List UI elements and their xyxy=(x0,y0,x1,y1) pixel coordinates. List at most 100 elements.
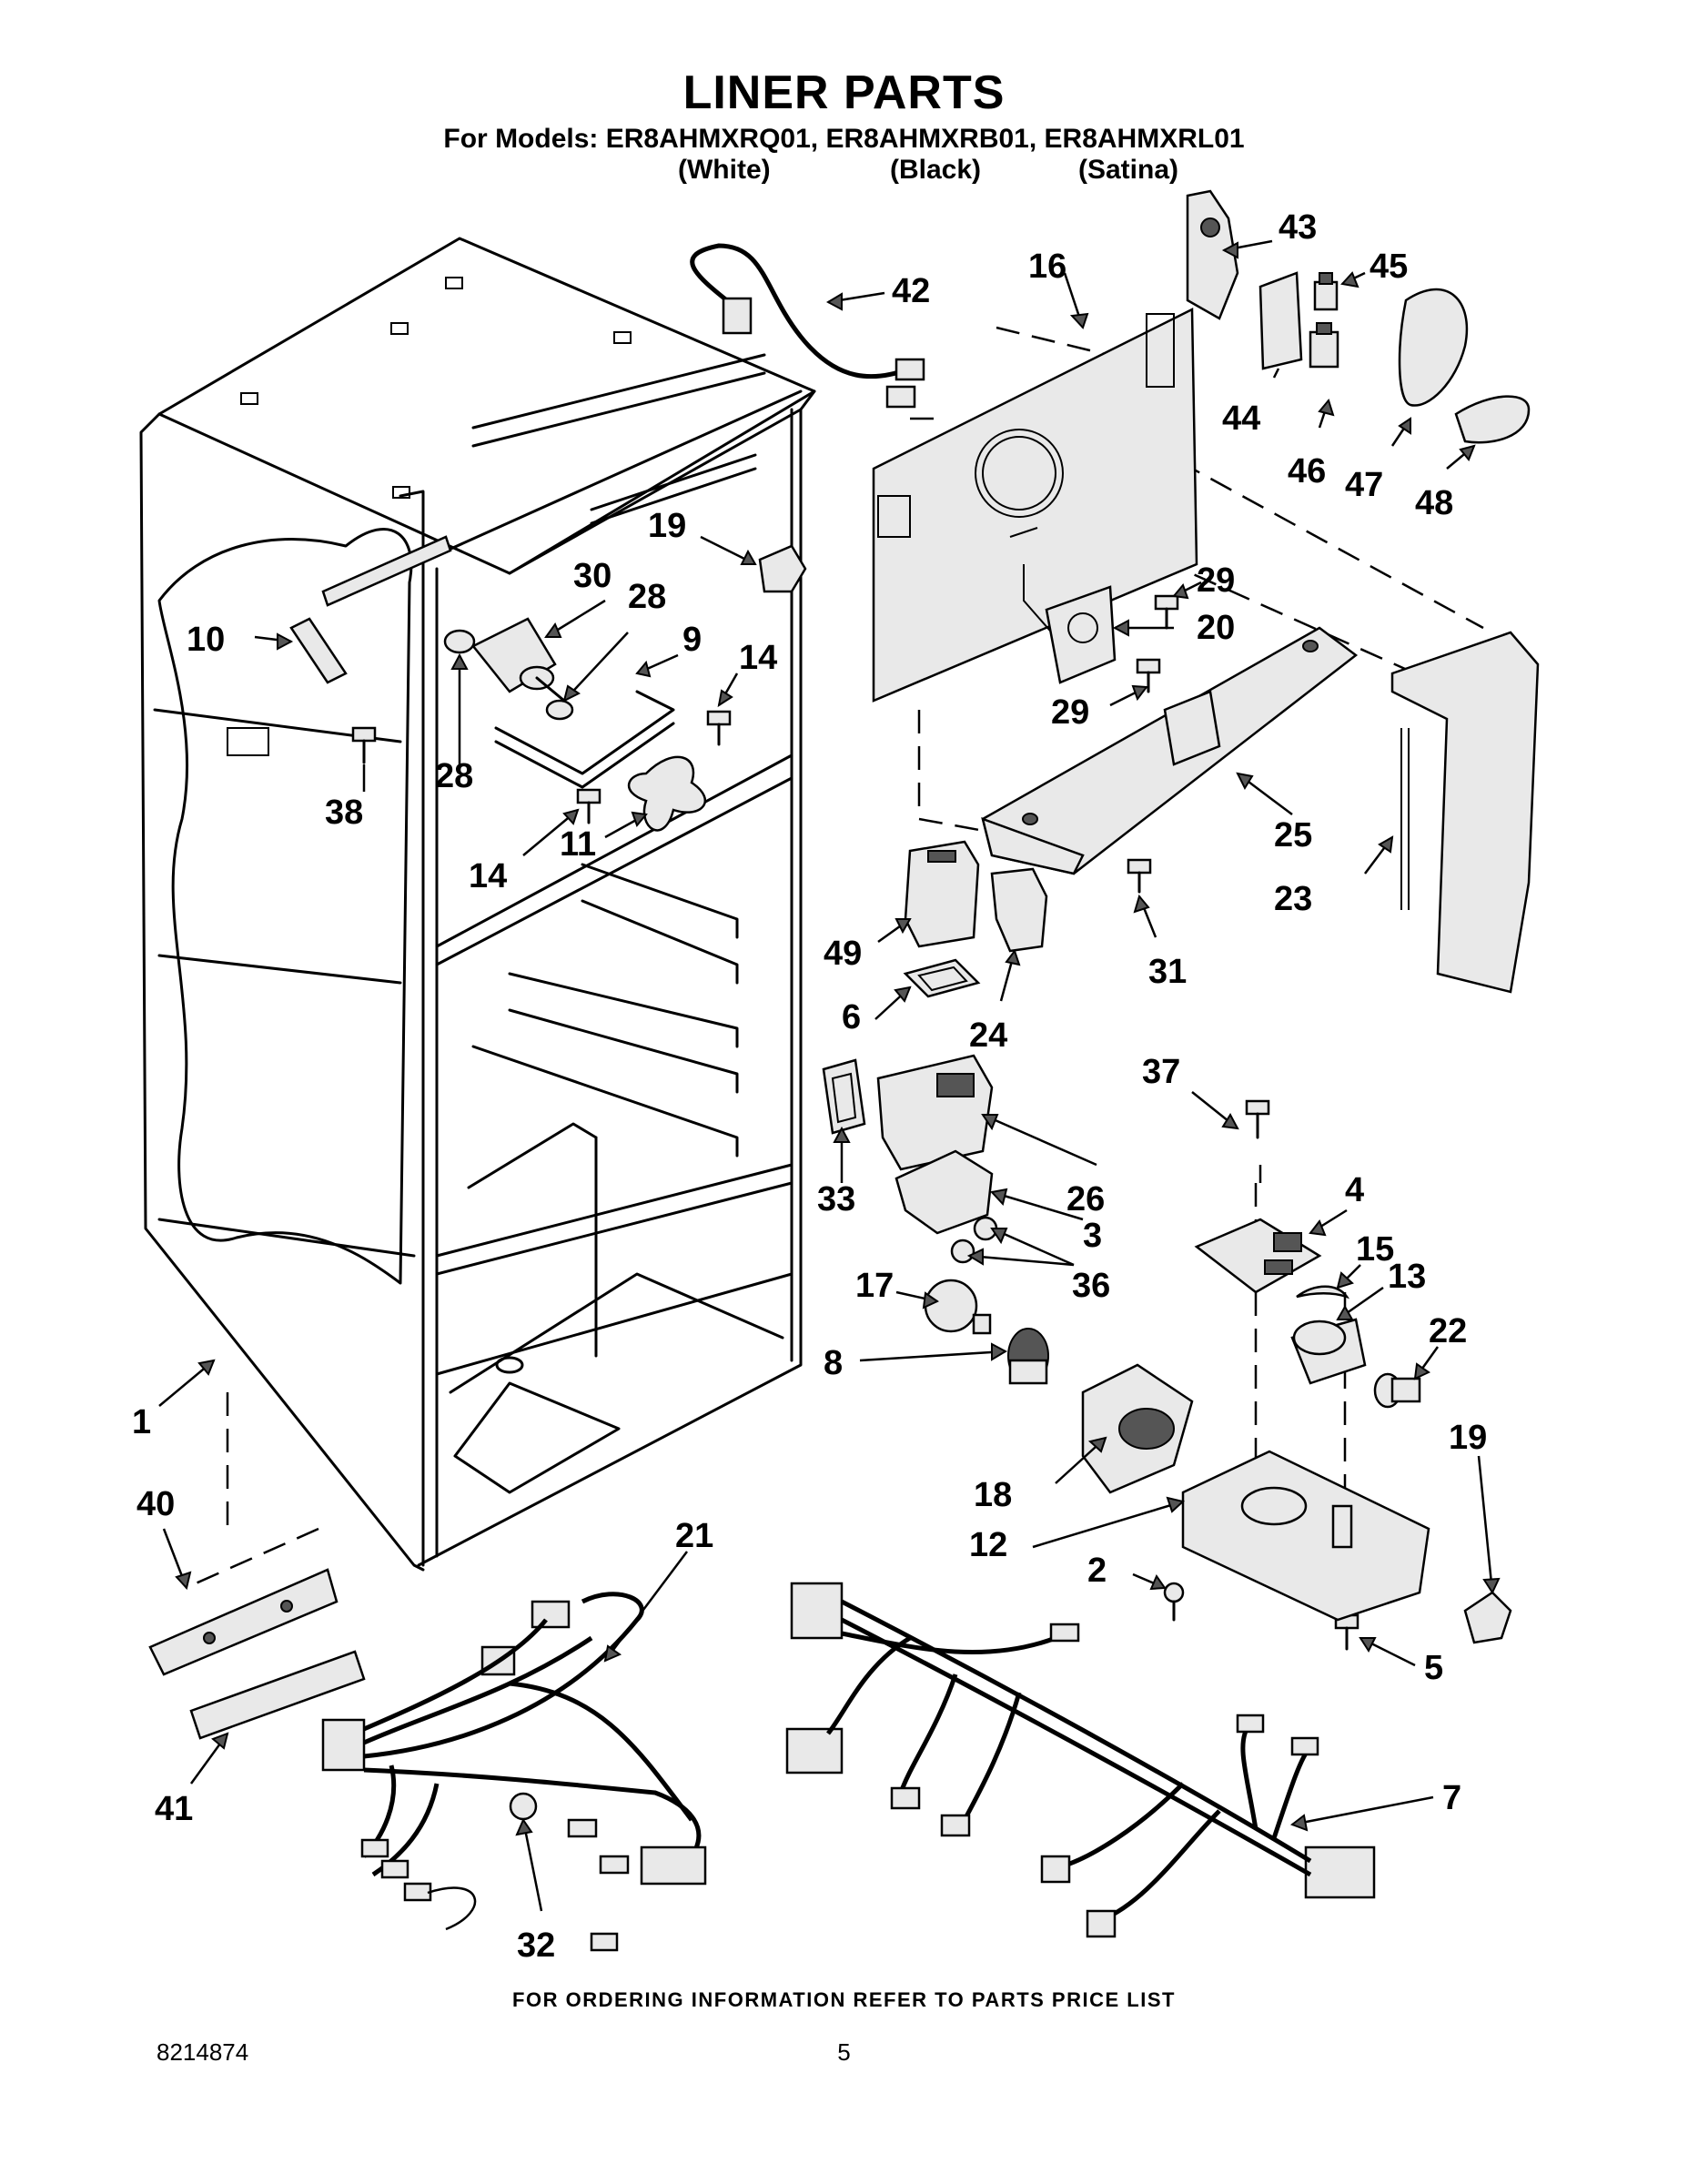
part-19-clip-lower xyxy=(1463,1591,1512,1644)
callouts: 43 42 16 45 44 46 47 48 19 30 28 10 9 14… xyxy=(132,208,1487,1965)
part-47-cover xyxy=(1398,288,1469,407)
screw-38 xyxy=(351,726,377,764)
leader-lines xyxy=(158,239,1501,1912)
callout-47: 47 xyxy=(1345,466,1383,504)
part-30-fan-motor xyxy=(471,617,566,703)
part-17-bulb xyxy=(924,1279,992,1335)
variant-black: (Black) xyxy=(890,155,982,185)
part-33-gasket xyxy=(822,1058,866,1135)
screw-37 xyxy=(1245,1099,1270,1139)
part-41-trim xyxy=(189,1650,366,1740)
part-13-thermostat xyxy=(1290,1318,1367,1385)
callout-20: 20 xyxy=(1197,609,1235,647)
callout-5: 5 xyxy=(1424,1649,1443,1687)
callout-14-top: 14 xyxy=(739,639,777,677)
callout-32: 32 xyxy=(517,1926,555,1965)
models-line: For Models: ER8AHMXRQ01, ER8AHMXRB01, ER… xyxy=(443,124,1245,154)
part-8-socket xyxy=(1007,1328,1049,1385)
callout-6: 6 xyxy=(842,998,861,1036)
callout-29-top: 29 xyxy=(1197,561,1235,600)
part-23-duct xyxy=(1390,631,1540,994)
callout-49: 49 xyxy=(824,935,862,973)
callout-33: 33 xyxy=(817,1180,855,1218)
ordering-note: FOR ORDERING INFORMATION REFER TO PARTS … xyxy=(512,1988,1176,2011)
part-6-gasket xyxy=(903,958,981,998)
part-15-clip xyxy=(1296,1285,1350,1299)
callout-23: 23 xyxy=(1274,880,1312,918)
part-22-knob xyxy=(1373,1372,1421,1409)
part-12-control-housing xyxy=(1181,1450,1430,1622)
part-26-light-housing xyxy=(876,1054,994,1171)
part-25-duct xyxy=(981,626,1359,875)
part-43-light-housing xyxy=(1186,189,1239,320)
part-4-control-board xyxy=(1194,1218,1322,1294)
callout-16: 16 xyxy=(1028,248,1066,286)
part-7-harness xyxy=(785,1582,1376,1938)
part-11-fan-blade xyxy=(627,755,706,832)
part-18-shield xyxy=(1081,1363,1194,1494)
callout-44: 44 xyxy=(1222,399,1260,438)
callout-25: 25 xyxy=(1274,816,1312,854)
callout-18: 18 xyxy=(974,1476,1012,1514)
callout-46: 46 xyxy=(1288,452,1326,490)
screw-29a xyxy=(1154,594,1179,630)
callout-40: 40 xyxy=(136,1485,175,1523)
part-28-grommet xyxy=(443,629,574,721)
part-21-harness xyxy=(321,1592,707,1952)
callout-19-top: 19 xyxy=(648,507,686,545)
callout-36: 36 xyxy=(1072,1267,1110,1305)
callout-43: 43 xyxy=(1279,208,1317,247)
callout-17: 17 xyxy=(855,1267,894,1305)
callout-31: 31 xyxy=(1148,953,1187,991)
callout-3: 3 xyxy=(1083,1217,1102,1255)
part-36-clips xyxy=(950,1216,998,1264)
part-49-housing xyxy=(904,840,980,948)
screw-29b xyxy=(1136,658,1161,693)
part-44-lens xyxy=(1258,271,1303,370)
callout-19-bottom: 19 xyxy=(1449,1419,1487,1457)
part-10-bracket xyxy=(289,535,452,684)
callout-22: 22 xyxy=(1429,1312,1467,1350)
callout-38: 38 xyxy=(325,794,363,832)
callout-1: 1 xyxy=(132,1403,151,1441)
callout-45: 45 xyxy=(1370,248,1408,286)
part-40-trim xyxy=(148,1568,339,1676)
callout-21: 21 xyxy=(675,1517,713,1555)
part-16-evaporator-cover xyxy=(872,307,1198,703)
callout-10: 10 xyxy=(187,621,225,659)
document-number: 8214874 xyxy=(157,2038,249,2066)
callout-15: 15 xyxy=(1356,1230,1394,1269)
callout-9: 9 xyxy=(682,621,702,659)
callout-2: 2 xyxy=(1087,1552,1107,1590)
part-9-bracket xyxy=(494,690,675,789)
variant-satina: (Satina) xyxy=(1078,155,1179,185)
part-46-socket xyxy=(1309,322,1339,369)
callout-4: 4 xyxy=(1345,1171,1364,1209)
callout-11: 11 xyxy=(560,825,596,864)
part-20-bracket xyxy=(1045,585,1117,684)
part-48-cap xyxy=(1454,395,1531,444)
callout-8: 8 xyxy=(824,1344,843,1382)
screw-14a xyxy=(706,710,732,746)
screw-2 xyxy=(1163,1582,1185,1622)
part-24-bracket xyxy=(990,867,1048,953)
callout-37: 37 xyxy=(1142,1053,1180,1091)
variant-white: (White) xyxy=(678,155,771,185)
callout-42: 42 xyxy=(892,272,930,310)
screw-31 xyxy=(1127,858,1152,894)
callout-29-bottom: 29 xyxy=(1051,693,1089,732)
callout-30: 30 xyxy=(573,557,612,595)
callout-14-bottom: 14 xyxy=(469,857,507,895)
liner-cabinet xyxy=(139,237,816,1572)
part-45-switch xyxy=(1313,272,1339,311)
callout-24: 24 xyxy=(969,1016,1007,1055)
page-number: 5 xyxy=(837,2038,851,2066)
callout-48: 48 xyxy=(1415,484,1453,522)
page-title: LINER PARTS xyxy=(682,66,1006,119)
part-19-clip-upper xyxy=(758,544,807,593)
callout-7: 7 xyxy=(1442,1779,1461,1817)
callout-28-top: 28 xyxy=(628,578,666,616)
part-42-harness xyxy=(690,243,925,409)
